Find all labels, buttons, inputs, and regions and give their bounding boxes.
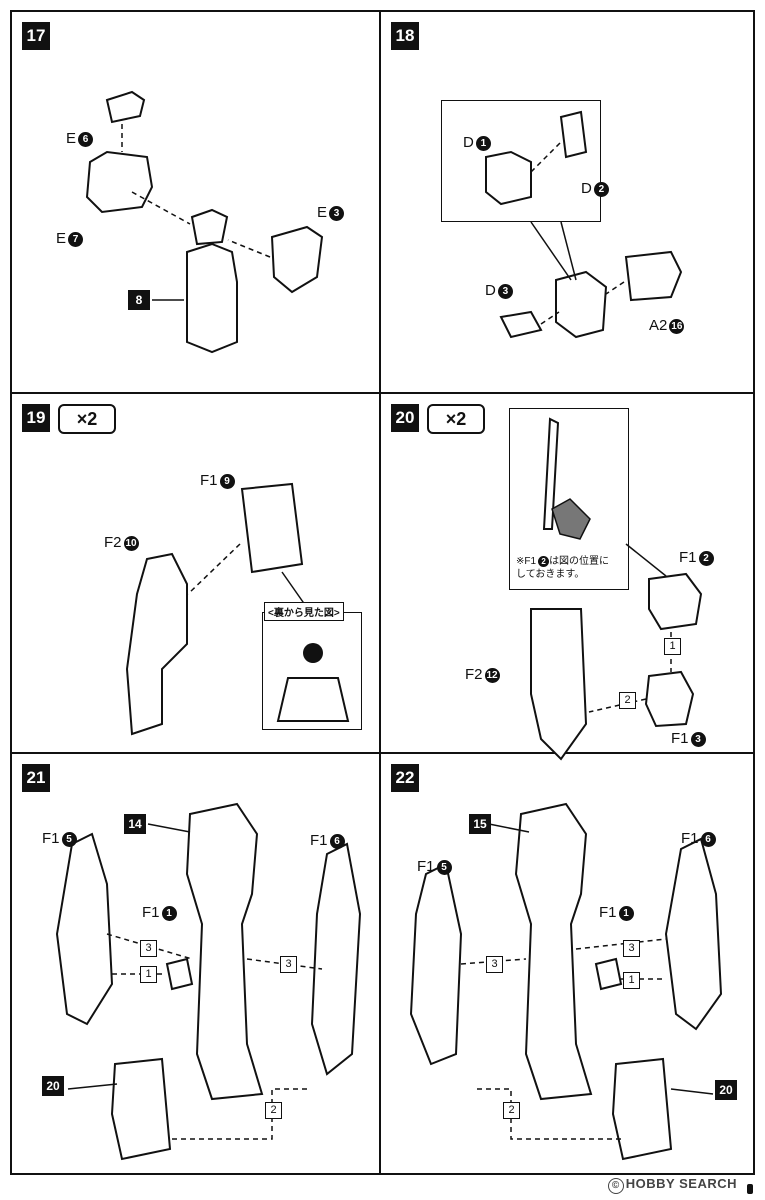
step-number: 21 [22,764,50,792]
part-number-6: 6 [78,131,94,147]
part-number-10: 10 [123,535,139,551]
part-number-7: 7 [68,231,84,247]
step-20-parts-drawing [530,543,703,761]
part-number-2: 2 [698,550,714,566]
row-divider-2 [12,752,753,754]
step-22-parts-drawing [409,802,723,1161]
back-view-callout [262,612,362,730]
subassembly-ref-8: 8 [128,290,150,310]
part-number-12: 12 [484,667,500,683]
row-divider-1 [12,392,753,394]
subassembly-ref-20: 20 [42,1076,64,1096]
part-number-1: 1 [618,905,634,921]
step-19-parts-drawing [125,482,318,736]
part-number-3: 3 [329,205,345,221]
step-number: 17 [22,22,50,50]
order-step-3a: 3 [486,956,503,973]
order-step-1: 1 [140,966,157,983]
order-step-3a: 3 [140,940,157,957]
back-view-drawing [276,643,350,722]
part-number-3: 3 [690,731,706,747]
part-number-5: 5 [436,859,452,875]
step-21-parts-drawing [55,802,362,1161]
part-number-1: 1 [161,905,177,921]
subassembly-ref-14: 14 [124,814,146,834]
quantity-badge: ×2 [427,404,485,434]
order-step-2: 2 [503,1102,520,1119]
step-number: 18 [391,22,419,50]
order-step-2: 2 [265,1102,282,1119]
subassembly-ref-15: 15 [469,814,491,834]
order-step-2: 2 [619,692,636,709]
copyright-icon: © [607,1178,624,1194]
page-corner-mark [747,1184,753,1194]
part-number-2: 2 [593,181,609,197]
order-step-3b: 3 [623,940,640,957]
step-17-parts-drawing [85,90,324,354]
part-number-1: 1 [475,135,491,151]
position-note-drawing [542,417,591,540]
column-divider [379,12,381,1173]
step-number: 22 [391,764,419,792]
part-number-6: 6 [329,833,345,849]
quantity-badge: ×2 [58,404,116,434]
subassembly-ref-20: 20 [715,1080,737,1100]
order-step-3b: 3 [280,956,297,973]
part-number-6: 6 [700,831,716,847]
part-number-16: 16 [669,318,685,334]
part-number-9: 9 [219,473,235,489]
order-step-1: 1 [664,638,681,655]
step-number: 19 [22,404,50,432]
watermark: ©HOBBY SEARCH [607,1176,737,1194]
order-step-1: 1 [623,972,640,989]
step-number: 20 [391,404,419,432]
step-18-parts-drawing [485,110,683,339]
part-number-3: 3 [497,283,513,299]
back-view-label: <裏から見た図> [264,602,344,621]
part-number-5: 5 [61,831,77,847]
